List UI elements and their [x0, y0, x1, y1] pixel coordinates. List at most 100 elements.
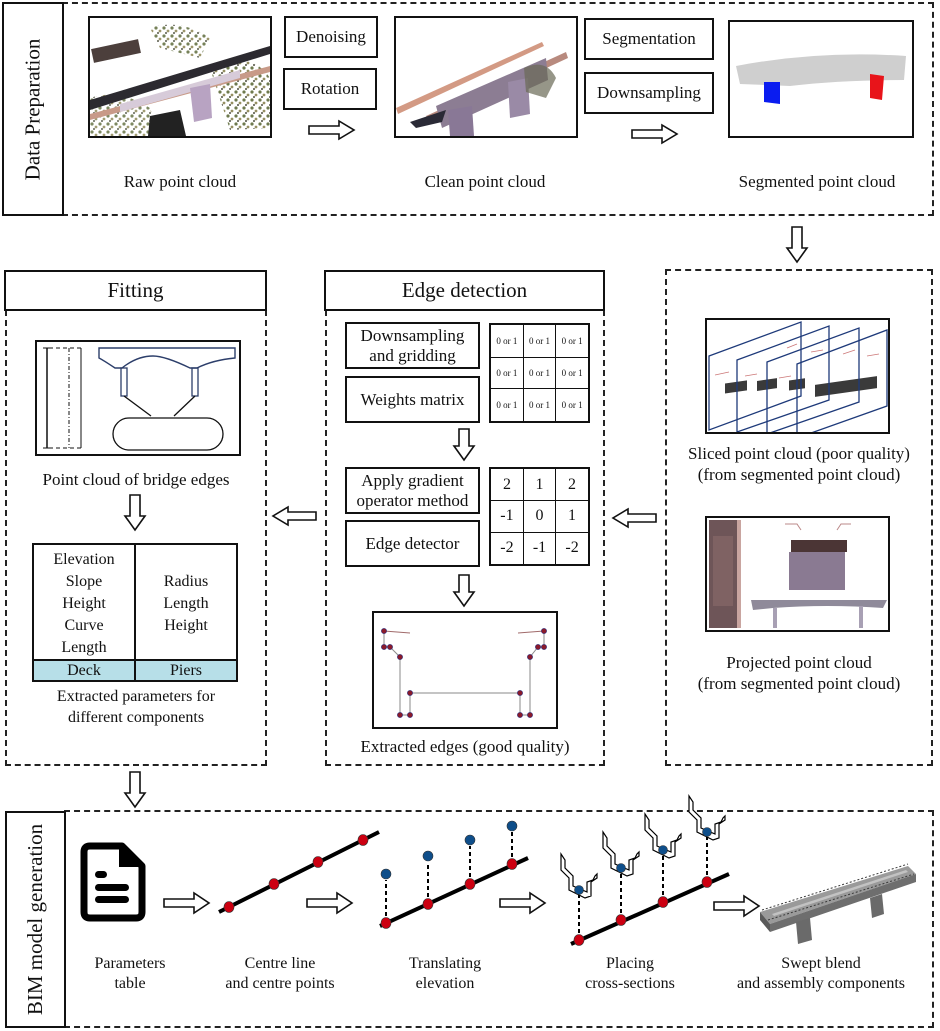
deck-column-label: Deck	[32, 659, 136, 682]
segmented-point-cloud-caption: Segmented point cloud	[738, 172, 896, 191]
centre-point	[464, 878, 476, 890]
bridge-edges-sketch	[35, 340, 241, 456]
downsampling-gridding-step: Downsampling and gridding	[345, 322, 480, 369]
edge-point	[407, 690, 413, 696]
sliced-caption-line2: (from segmented point cloud)	[697, 465, 901, 484]
extracted-edges-caption: Extracted edges (good quality)	[360, 737, 570, 756]
edge-point	[381, 644, 387, 650]
cross-sections-caption-line1: Placing	[606, 955, 654, 972]
translating-elevation-diagram	[379, 820, 529, 929]
centre-point	[357, 834, 369, 846]
arrow-down-icon	[452, 428, 476, 462]
edge-point	[535, 644, 541, 650]
edge-point	[517, 712, 523, 718]
arrow-right-icon	[306, 891, 354, 915]
cross-sections-caption-line2: cross-sections	[585, 975, 675, 992]
bridge-edges-caption: Point cloud of bridge edges	[42, 470, 230, 489]
arrow-down-icon	[452, 574, 476, 608]
arrow-down-icon	[123, 771, 147, 809]
fitting-panel	[5, 300, 267, 766]
centre-line-diagram	[218, 830, 380, 914]
centre-point	[380, 917, 392, 929]
arrow-left-icon	[271, 505, 317, 527]
centre-line-caption-line1: Centre line	[244, 955, 316, 972]
centre-point	[701, 876, 713, 888]
projected-caption-line1: Projected point cloud	[726, 653, 872, 672]
parameters-table-icon	[80, 842, 146, 922]
bim-label-box: BIM model generation	[5, 811, 66, 1028]
elevation-point	[506, 820, 518, 832]
arrow-down-icon	[785, 226, 809, 264]
pier-parameters-cell: Radius Length Height	[134, 543, 238, 661]
elevation-caption-line2: elevation	[415, 975, 475, 992]
projected-caption-line2: (from segmented point cloud)	[697, 674, 901, 693]
edge-point	[397, 712, 403, 718]
deck-segment	[736, 54, 906, 86]
denoising-step: Denoising	[284, 16, 378, 58]
centre-point	[422, 898, 434, 910]
swept-blend-caption-line1: Swept blend	[781, 955, 861, 972]
arrow-right-icon	[631, 123, 679, 145]
bridge-3d-model-image	[760, 863, 916, 944]
right-pier-segment	[870, 74, 884, 100]
elevation-point	[658, 845, 668, 855]
parameters-table-caption-line1: Parameters	[94, 955, 166, 972]
elevation-point	[380, 868, 392, 880]
elevation-point	[616, 863, 626, 873]
cross-section-shape	[602, 830, 640, 877]
elevation-point	[702, 827, 712, 837]
point-cloud-slicing-panel	[665, 269, 933, 766]
data-preparation-label-box: Data Preparation	[2, 2, 64, 216]
centre-point	[573, 934, 585, 946]
raw-point-cloud-caption: Raw point cloud	[123, 172, 237, 191]
gradient-operator-step: Apply gradient operator method	[345, 467, 480, 514]
projected-point-cloud-image	[705, 516, 890, 632]
arrow-right-icon	[499, 891, 547, 915]
edge-point	[527, 712, 533, 718]
edge-point	[517, 690, 523, 696]
segmentation-step: Segmentation	[584, 18, 714, 60]
elevation-caption-line1: Translating	[408, 955, 482, 972]
edge-detection-header: Edge detection	[324, 270, 605, 311]
sliced-caption-line1: Sliced point cloud (poor quality)	[688, 444, 910, 463]
parameters-table: Elevation Slope Height Curve Length Radi…	[32, 543, 238, 682]
fitting-header: Fitting	[4, 270, 267, 311]
arrow-right-icon	[308, 119, 356, 141]
centre-point	[657, 896, 669, 908]
edge-point	[527, 654, 533, 660]
piers-column-label: Piers	[134, 659, 238, 682]
left-pier-segment	[764, 82, 780, 104]
centre-line-caption-line2: and centre points	[225, 975, 335, 992]
arrow-right-icon	[163, 891, 211, 915]
centre-point	[615, 914, 627, 926]
centre-point	[223, 901, 235, 913]
elevation-point	[464, 834, 476, 846]
elevation-point	[422, 850, 434, 862]
cross-section-shape	[560, 852, 598, 899]
edge-detector-step: Edge detector	[345, 520, 480, 567]
arrow-down-icon	[123, 494, 147, 532]
centre-point	[506, 858, 518, 870]
edge-point	[397, 654, 403, 660]
segmented-point-cloud-image	[728, 20, 914, 138]
cross-section-shape	[688, 794, 726, 841]
downsampling-step: Downsampling	[584, 72, 714, 114]
parameters-caption-line1: Extracted parameters for	[56, 688, 216, 705]
clean-point-cloud-image	[394, 16, 578, 138]
extracted-edges-image	[372, 611, 558, 729]
swept-blend-caption-line2: and assembly components	[737, 975, 905, 992]
cross-section-shape	[644, 812, 682, 859]
data-preparation-label: Data Preparation	[20, 38, 45, 180]
edge-point	[541, 644, 547, 650]
weights-matrix-step: Weights matrix	[345, 376, 480, 423]
cross-sections-diagram	[560, 794, 730, 946]
centre-point	[312, 856, 324, 868]
edge-detection-panel	[325, 300, 605, 766]
parameters-caption-line2: different components	[67, 709, 205, 726]
edge-point	[387, 644, 393, 650]
elevation-point	[574, 885, 584, 895]
bim-label: BIM model generation	[23, 823, 48, 1016]
centre-point	[268, 878, 280, 890]
